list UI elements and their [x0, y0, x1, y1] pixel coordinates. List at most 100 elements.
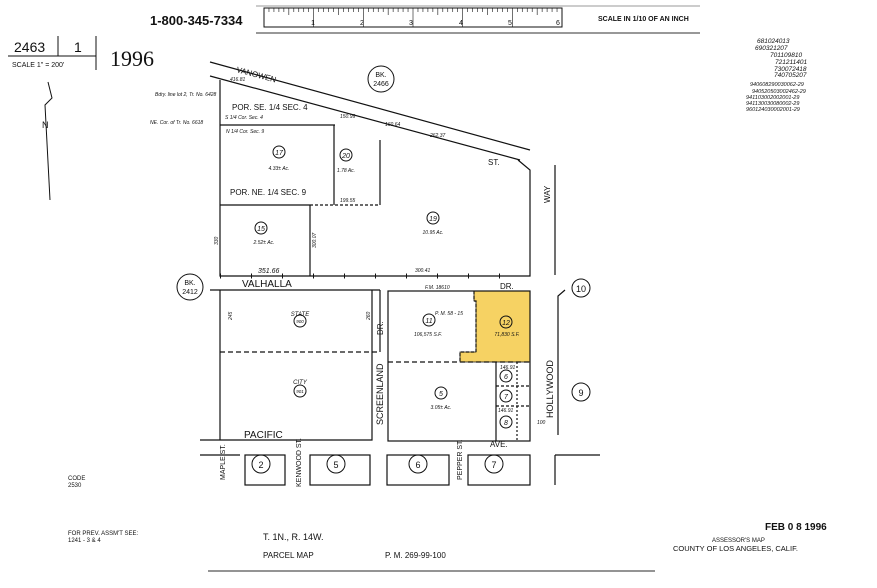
- revision-code: 940520503002462-29: [752, 89, 806, 95]
- dimension: 262.37: [429, 133, 446, 139]
- ruler-tick-label: 4: [459, 20, 463, 27]
- street-lines: [200, 61, 600, 486]
- section-label: POR. NE. 1/4 SEC. 9: [230, 188, 307, 197]
- dimension: 146.91: [498, 408, 514, 414]
- north-label: N: [42, 120, 49, 130]
- adjacent-book-2412[interactable]: 2412: [182, 289, 198, 296]
- dimension: 300.41: [415, 268, 431, 274]
- street-maple: MAPLE ST.: [220, 444, 227, 480]
- prev-assessment-ref: 1241 - 3 & 4: [68, 538, 101, 544]
- map-id-box: [8, 36, 97, 70]
- scale-ruler: [256, 5, 700, 34]
- revision-code: 941130030080002-29: [746, 101, 799, 107]
- revision-code: 681024013: [757, 38, 790, 45]
- dimension: 150.99: [340, 114, 356, 120]
- street-valhalla-suffix: DR.: [500, 282, 514, 291]
- dimension: 199.55: [340, 198, 356, 204]
- parcel-area: 10.95 Ac.: [423, 230, 444, 236]
- parcel-area: 1.78 Ac.: [337, 168, 355, 174]
- parcel-map-ref-footer: P. M. 269-99-100: [385, 551, 446, 560]
- section-note: Bdry. line lot 2, Tr. No. 6428: [155, 92, 217, 98]
- dimension: 160.64: [385, 122, 401, 128]
- revision-code: 690321207: [755, 45, 788, 52]
- revision-code: 960124030002001-29: [746, 107, 800, 113]
- fm-ref: F.M. 18610: [425, 285, 450, 291]
- parcel-20[interactable]: 20: [341, 153, 350, 160]
- parcel-area: 106,575 S.F.: [414, 332, 442, 338]
- map-year: 1996: [110, 46, 154, 71]
- parcel-15[interactable]: 15: [257, 226, 265, 233]
- adjacent-block[interactable]: 2: [258, 460, 263, 470]
- parcel-17[interactable]: 17: [275, 150, 284, 157]
- revision-code: 730072418: [774, 66, 807, 73]
- street-pacific-suffix: AVE.: [490, 440, 508, 449]
- revision-code: 701109810: [770, 52, 802, 59]
- dimension: 245: [228, 311, 234, 321]
- parcel-5[interactable]: 5: [439, 391, 443, 398]
- county-label: COUNTY OF LOS ANGELES, CALIF.: [673, 544, 798, 553]
- parcel-area: 71,830 S.F.: [494, 332, 519, 338]
- adjacent-book-label: BK.: [375, 72, 386, 79]
- section-note: NE. Cor. of Tr. No. 6618: [150, 120, 203, 126]
- dimension: 416.81: [230, 77, 246, 83]
- revision-code: 721211401: [775, 59, 807, 66]
- parcel-901[interactable]: 901: [296, 389, 304, 394]
- revision-codes: 681024013 690321207 701109810 721211401 …: [746, 38, 807, 113]
- street-vanowen-suffix: ST.: [488, 158, 500, 167]
- parcel-map-ref: P. M. 58 - 15: [435, 311, 463, 317]
- ruler-tick-label: 3: [409, 20, 413, 27]
- parcel-12-highlight[interactable]: [459, 290, 531, 363]
- parcel-area: 4.33± Ac.: [269, 166, 290, 172]
- ruler-tick-label: 2: [360, 20, 364, 27]
- ruler-tick-label: 1: [311, 20, 315, 27]
- parcel-owner: STATE: [291, 312, 310, 318]
- street-screenland: SCREENLAND: [375, 363, 385, 425]
- section-label: POR. SE. 1/4 SEC. 4: [232, 103, 308, 112]
- parcel-12[interactable]: 12: [502, 320, 510, 327]
- code-value: 2530: [68, 483, 82, 489]
- assessor-map-label: ASSESSOR'S MAP: [712, 538, 765, 544]
- street-screenland-suffix: DR.: [376, 321, 385, 335]
- street-hollywood: HOLLYWOOD: [545, 360, 555, 418]
- street-valhalla: VALHALLA: [242, 279, 292, 290]
- scale-ruler-label: SCALE IN 1/10 OF AN INCH: [598, 16, 689, 23]
- dimension: 300.07: [312, 232, 318, 248]
- book-circles: [176, 65, 591, 474]
- parcel-map-label: PARCEL MAP: [263, 551, 314, 560]
- revision-code: 941103002002001-29: [746, 95, 799, 101]
- prev-assessment-label: FOR PREV. ASSM'T SEE:: [68, 531, 139, 537]
- street-pacific: PACIFIC: [244, 430, 283, 441]
- adjacent-block[interactable]: 9: [578, 388, 583, 398]
- dimension: 260: [366, 311, 372, 321]
- map-book: 2463: [14, 39, 45, 55]
- map-scale: SCALE 1" = 200': [12, 62, 64, 69]
- parcel-6[interactable]: 6: [504, 374, 508, 381]
- dimension: 330: [214, 236, 220, 245]
- dimension: 100: [537, 420, 546, 426]
- parcel-19[interactable]: 19: [429, 216, 437, 223]
- adjacent-block[interactable]: 5: [333, 460, 338, 470]
- adjacent-block[interactable]: 10: [576, 284, 586, 294]
- code-label: CODE: [68, 476, 85, 482]
- parcel-900[interactable]: 900: [296, 319, 304, 324]
- township-range: T. 1N., R. 14W.: [263, 532, 324, 542]
- parcel-11[interactable]: 11: [425, 318, 432, 325]
- date-stamp: FEB 0 8 1996: [765, 522, 827, 533]
- adjacent-block[interactable]: 6: [415, 460, 420, 470]
- section-note: N 1/4 Cor. Sec. 9: [226, 129, 264, 135]
- parcel-8[interactable]: 8: [504, 420, 508, 427]
- revision-code: 740705207: [774, 72, 807, 79]
- adjacent-book-2466[interactable]: 2466: [373, 81, 389, 88]
- parcel-7[interactable]: 7: [504, 394, 509, 401]
- adjacent-block[interactable]: 7: [491, 460, 496, 470]
- street-kenwood: KENWOOD ST.: [296, 438, 303, 487]
- phone-number: 1-800-345-7334: [150, 13, 243, 28]
- street-way: WAY: [543, 185, 552, 203]
- section-note: S 1/4 Cor. Sec. 4: [225, 115, 263, 121]
- street-pepper: PEPPER ST.: [457, 439, 464, 480]
- revision-code: 940608290030062-29: [750, 82, 804, 88]
- parcel-area: 3.05± Ac.: [431, 405, 452, 411]
- map-page: 1: [74, 39, 82, 55]
- parcel-area: 2.52± Ac.: [253, 240, 275, 246]
